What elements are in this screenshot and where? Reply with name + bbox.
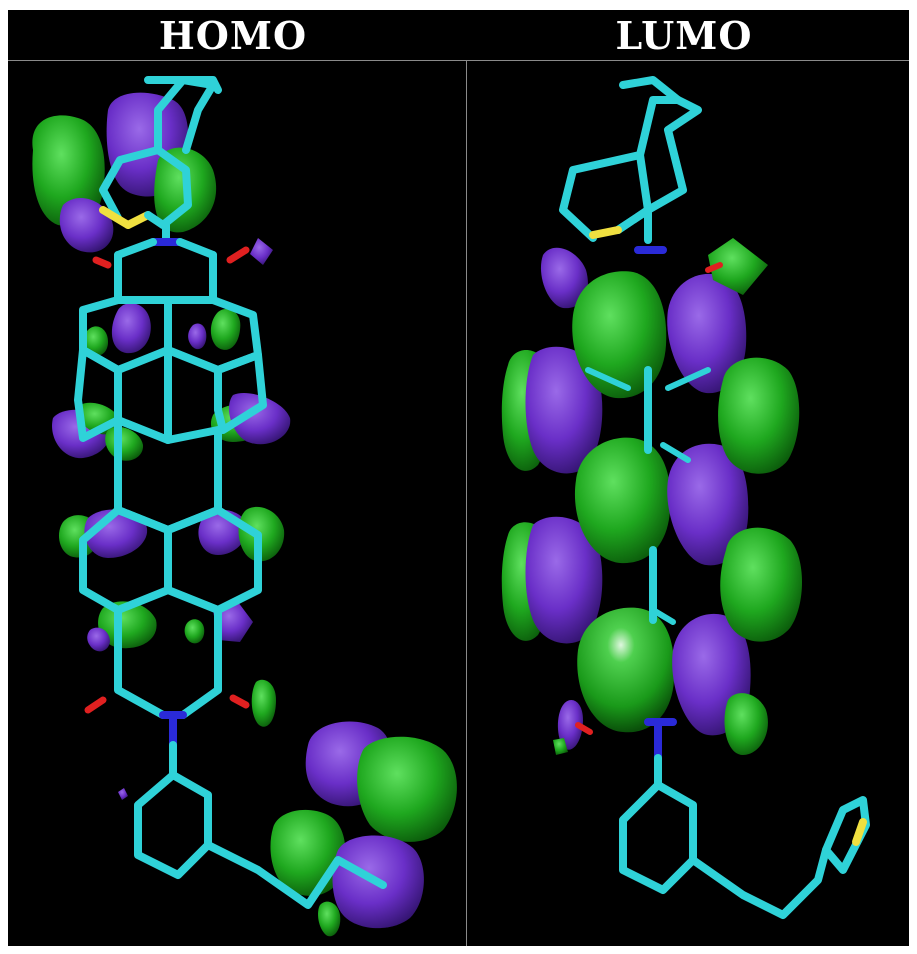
lumo-lobes — [501, 238, 802, 755]
lumo-lobe — [572, 271, 667, 399]
homo-ring — [214, 351, 267, 434]
homo-bond — [114, 606, 167, 719]
homo-lobe — [32, 115, 105, 227]
homo-lobe — [210, 308, 241, 350]
lumo-bond — [660, 442, 691, 463]
homo-sulfur-bond — [99, 206, 132, 229]
orbital-drawing — [32, 76, 870, 937]
homo-title: HOMO — [158, 13, 308, 58]
lumo-bond — [822, 796, 870, 874]
lumo-lobe — [667, 273, 747, 394]
lumo-bond — [614, 206, 652, 234]
homo-lobe — [118, 788, 128, 800]
homo-lobe — [83, 326, 108, 356]
homo-lobe — [98, 601, 157, 649]
homo-lobe — [213, 602, 253, 642]
homo-bond — [179, 606, 222, 719]
lumo-bond — [619, 76, 682, 104]
lumo-lobe — [724, 693, 768, 755]
homo-lobes — [32, 92, 457, 937]
lumo-lobe — [667, 443, 749, 566]
lumo-lobe — [540, 247, 588, 309]
homo-lobe — [318, 901, 341, 937]
lumo-sulfur-bond — [589, 226, 622, 239]
lumo-sulfur-bond — [852, 818, 867, 846]
homo-oxygen-bond — [92, 256, 112, 269]
lumo-lobe — [525, 346, 603, 474]
homo-molecule — [74, 76, 387, 909]
lumo-lobe — [718, 357, 800, 474]
lumo-lobe — [574, 437, 671, 564]
lumo-lobe — [557, 700, 583, 750]
lumo-oxygen-bond — [705, 262, 723, 273]
homo-oxygen-bond — [226, 246, 250, 264]
homo-lobe — [111, 303, 151, 354]
homo-bond — [99, 146, 162, 222]
homo-ring — [74, 346, 122, 442]
homo-bond — [114, 238, 157, 259]
lumo-oxygen-bond — [575, 722, 593, 735]
orbital-figure: HOMO LUMO — [8, 10, 909, 946]
lumo-bond — [650, 607, 676, 625]
lumo-lobe — [525, 516, 603, 644]
homo-bond — [144, 211, 167, 229]
lumo-title: LUMO — [615, 13, 753, 58]
lumo-bond — [614, 96, 702, 234]
lumo-bond — [585, 367, 631, 391]
lumo-bond — [665, 367, 711, 391]
homo-bond — [204, 841, 387, 909]
lumo-bond — [689, 846, 830, 919]
homo-oxygen-bond — [229, 694, 250, 709]
homo-oxygen-bond — [84, 696, 107, 714]
homo-lobe — [184, 619, 205, 644]
homo-ring — [164, 506, 262, 614]
lumo-ring — [619, 781, 697, 894]
header-row: HOMO LUMO — [8, 10, 909, 61]
lumo-bond — [559, 151, 644, 242]
homo-bond — [176, 238, 217, 259]
homo-lobe — [228, 392, 291, 445]
lumo-lobe — [553, 738, 568, 755]
lumo-lobe — [577, 607, 675, 733]
homo-bond — [154, 76, 217, 229]
lumo-molecule — [559, 76, 870, 919]
homo-lobe — [357, 736, 457, 842]
panel-divider — [466, 60, 467, 946]
homo-lobe — [87, 627, 110, 652]
homo-lobe — [250, 238, 273, 265]
homo-lobe — [251, 679, 276, 727]
homo-lobe — [59, 197, 114, 253]
lumo-lobe — [720, 527, 802, 642]
homo-bond — [144, 76, 222, 94]
lumo-lobe — [708, 238, 768, 295]
homo-ring — [134, 771, 212, 879]
homo-lobe — [188, 323, 207, 350]
